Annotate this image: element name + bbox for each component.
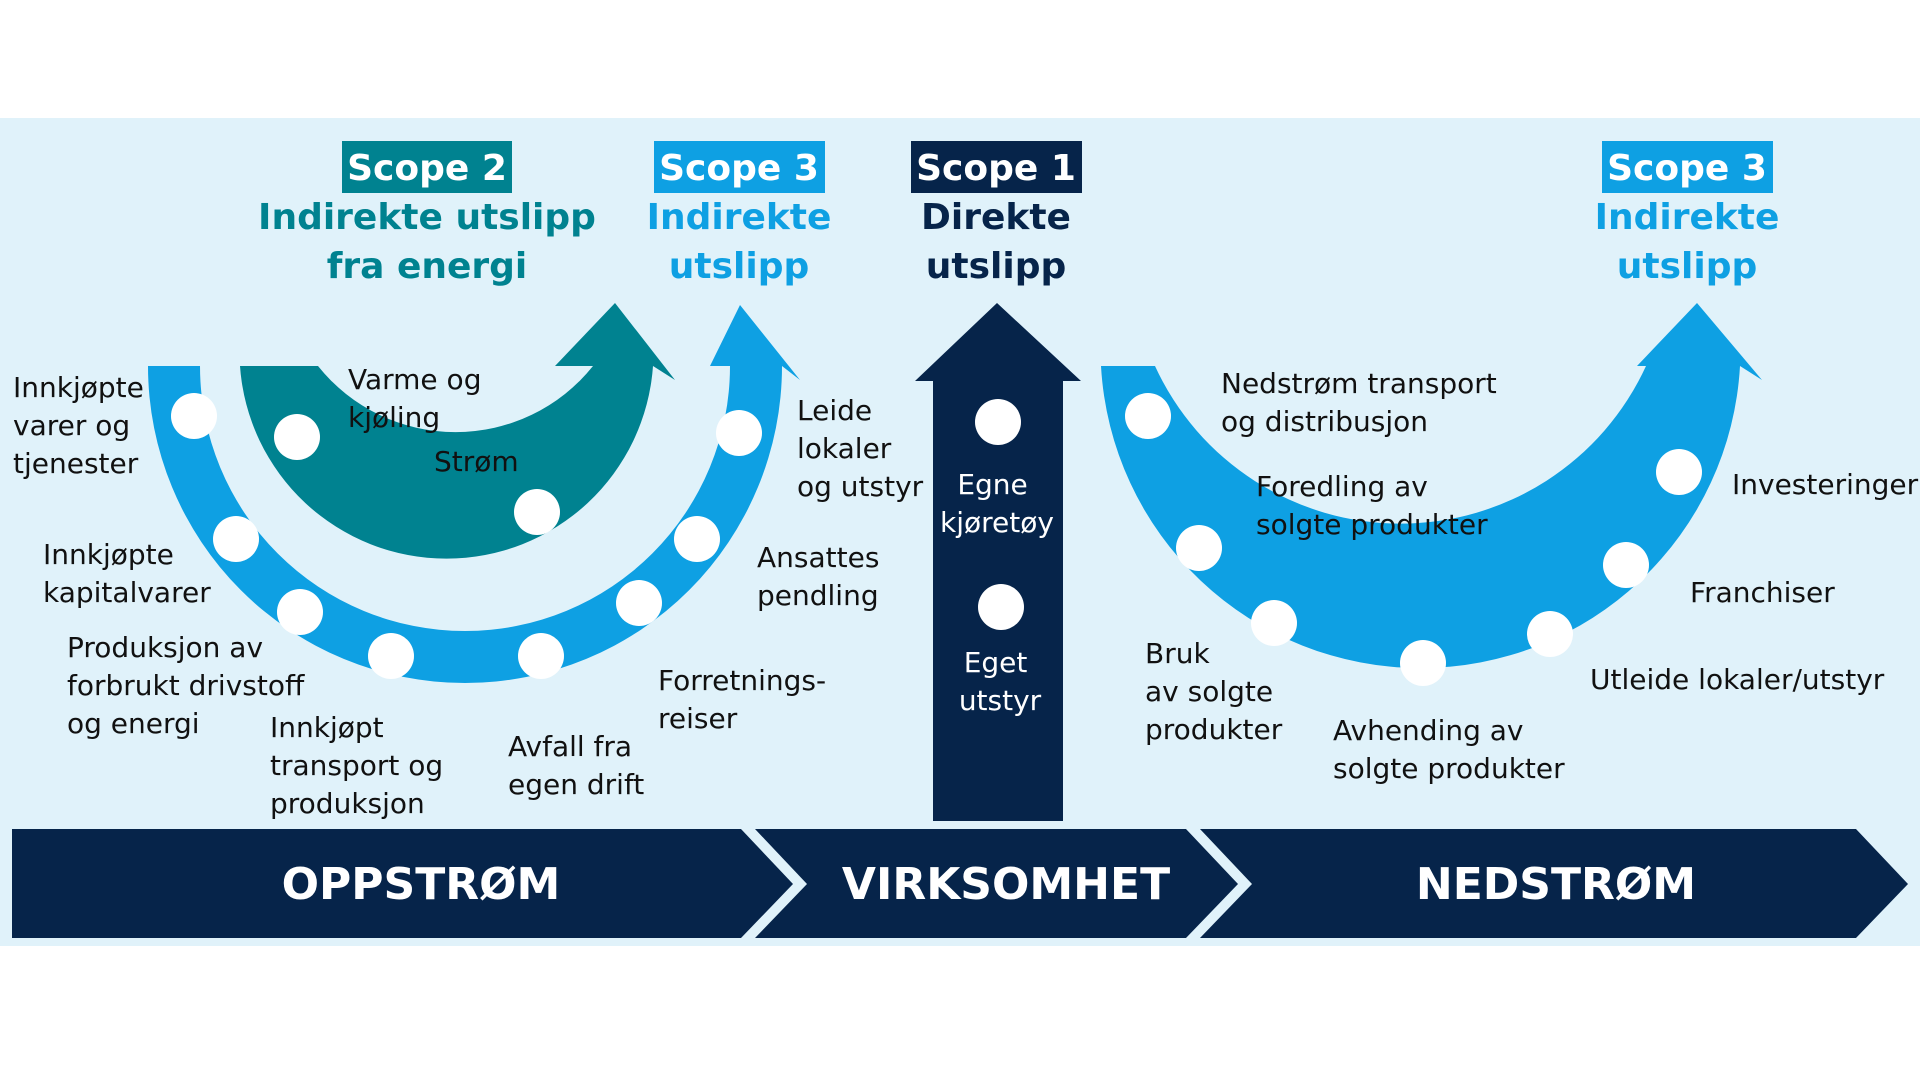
scope1-dot xyxy=(978,584,1024,630)
scope1-badge-label: Scope 1 xyxy=(916,148,1076,189)
scope3-downstream-title-line1: Indirekte xyxy=(1595,197,1780,238)
scope2-badge xyxy=(342,141,512,193)
item-label-eget-utstyr: Eget utstyr xyxy=(959,646,1042,717)
item-label-utleide: Utleide lokaler/utstyr xyxy=(1590,663,1885,696)
item-label-franchiser: Franchiser xyxy=(1690,576,1835,609)
scope3-downstream-dot xyxy=(1656,449,1702,495)
scope3-upstream-dot xyxy=(277,589,323,635)
scope2-title-line1: Indirekte utslipp xyxy=(258,197,596,238)
upstream-chevron xyxy=(12,829,793,938)
scope3-upstream-dot xyxy=(213,516,259,562)
scope2-dot xyxy=(274,414,320,460)
item-label-innkjopt-transport: Innkjøpt transport og produksjon xyxy=(270,711,452,820)
item-label-innkjopte-varer: Innkjøpte varer og tjenester xyxy=(13,371,153,480)
scope1-title-line2: utslipp xyxy=(926,246,1066,287)
item-label-investeringer: Investeringer xyxy=(1732,468,1919,501)
item-label-produksjon-drivstoff: Produksjon av forbrukt drivstoff og ener… xyxy=(67,631,313,740)
scope3-upstream-dot xyxy=(674,516,720,562)
scope1-dot xyxy=(975,399,1021,445)
item-label-nedstrom-transport: Nedstrøm transport og distribusjon xyxy=(1221,367,1506,438)
scope1-arrow xyxy=(915,303,1081,821)
scope3-downstream-arrow xyxy=(1101,303,1762,669)
downstream-label: NEDSTRØM xyxy=(1416,859,1696,910)
scope3-downstream-dot xyxy=(1251,600,1297,646)
scope3-upstream-dot xyxy=(518,633,564,679)
scope2-badge-label: Scope 2 xyxy=(347,148,507,189)
scope3-upstream-dot xyxy=(716,410,762,456)
scope3-downstream-dot xyxy=(1603,542,1649,588)
item-label-forretningsreiser: Forretnings- reiser xyxy=(658,664,835,735)
item-label-leide-lokaler: Leide lokaler og utstyr xyxy=(797,394,924,503)
scope3-downstream-badge xyxy=(1602,141,1773,193)
scope3-upstream-badge-label: Scope 3 xyxy=(659,148,819,189)
item-label-varme-og-kjoling: Varme og kjøling xyxy=(348,363,490,434)
item-label-strom: Strøm xyxy=(434,445,519,478)
scope2-dot xyxy=(514,489,560,535)
scope3-downstream-dot xyxy=(1400,640,1446,686)
item-label-ansattes-pendling: Ansattes pendling xyxy=(757,541,888,612)
scope1-title-line1: Direkte xyxy=(921,197,1071,238)
company-chevron xyxy=(755,829,1238,938)
scope3-upstream-dot xyxy=(616,580,662,626)
item-label-innkjopte-kapitalvarer: Innkjøpte kapitalvarer xyxy=(43,538,211,609)
scope2-title-line2: fra energi xyxy=(327,246,528,287)
item-label-bruk: Bruk av solgte produkter xyxy=(1145,637,1283,746)
scope3-upstream-dot xyxy=(368,633,414,679)
downstream-chevron xyxy=(1200,829,1908,938)
scope1-badge xyxy=(911,141,1082,193)
item-label-foredling: Foredling av solgte produkter xyxy=(1256,470,1488,541)
scope3-downstream-dot xyxy=(1125,393,1171,439)
item-label-avfall: Avfall fra egen drift xyxy=(508,730,644,801)
scope3-downstream-dot xyxy=(1527,611,1573,657)
item-label-egne-kjoretoy: Egne kjøretøy xyxy=(940,468,1054,539)
scope3-downstream-badge-label: Scope 3 xyxy=(1607,148,1767,189)
company-label: VIRKSOMHET xyxy=(842,859,1170,910)
scope3-downstream-title-line2: utslipp xyxy=(1617,246,1757,287)
scope2-arrow xyxy=(240,303,675,559)
item-label-avhending: Avhending av solgte produkter xyxy=(1333,714,1565,785)
scope3-upstream-badge xyxy=(654,141,825,193)
scope3-upstream-title-line1: Indirekte xyxy=(647,197,832,238)
scope3-upstream-title-line2: utslipp xyxy=(669,246,809,287)
scope3-downstream-dot xyxy=(1176,525,1222,571)
scope3-upstream-dot xyxy=(171,393,217,439)
upstream-label: OPPSTRØM xyxy=(282,859,561,910)
